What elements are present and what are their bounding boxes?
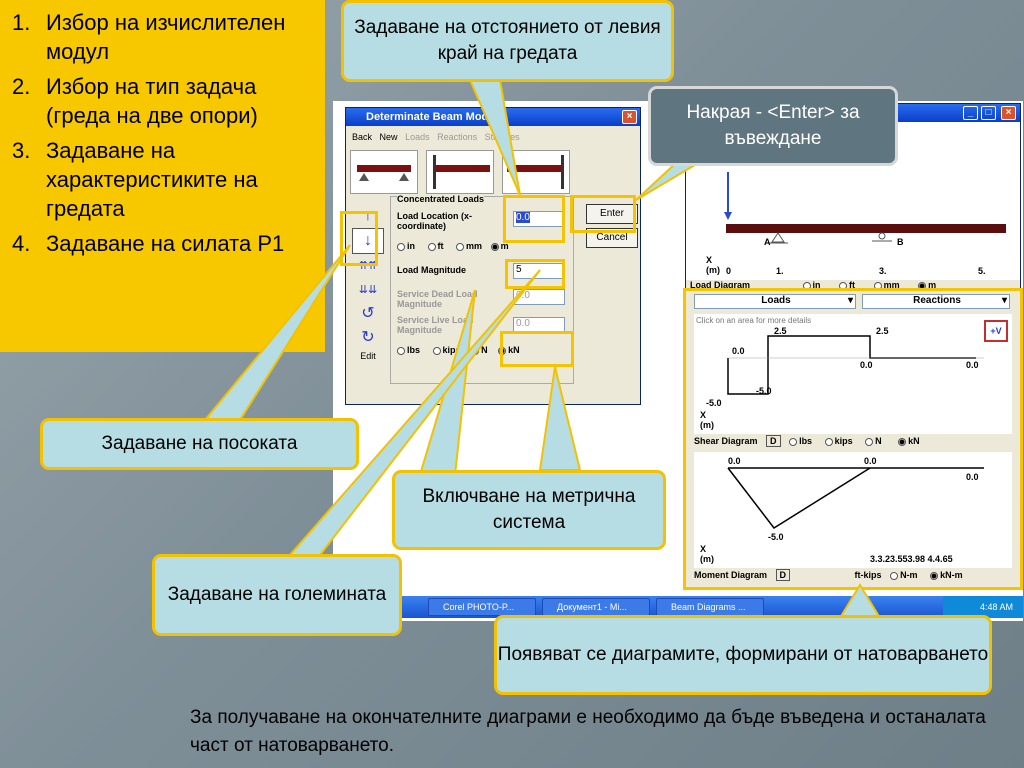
ft-radio[interactable] — [427, 242, 436, 251]
m-radio[interactable] — [490, 242, 499, 251]
moment-knm-radio[interactable] — [930, 571, 939, 580]
load-magnitude-label: Load Magnitude — [397, 265, 466, 275]
plus-v-button[interactable]: +V — [984, 320, 1008, 342]
support-b-label: B — [897, 237, 904, 247]
callout-enter: Накрая - <Enter> за въвеждане — [648, 86, 898, 166]
step-4: 4.Задаване на силата P1 — [12, 231, 285, 256]
beam-svg — [724, 172, 1006, 244]
edit-label: Edit — [360, 351, 376, 361]
dialog-title: Determinate Beam Module — [366, 111, 505, 123]
in-radio[interactable] — [397, 242, 405, 251]
chevron-down-icon: ▾ — [1001, 295, 1007, 306]
moment-diagram-bar: Moment Diagram D ft-kips N-m kN-m — [694, 569, 963, 581]
shear-kn-radio[interactable] — [898, 437, 907, 446]
shear-kips-radio[interactable] — [824, 437, 833, 446]
enter-button[interactable]: Enter — [586, 204, 638, 224]
beam-module-dialog: Determinate Beam Module × Back New Loads… — [345, 107, 641, 405]
bottom-note: За получаване на окончателните диаграми … — [190, 707, 986, 756]
service-dead-input[interactable]: 0.0 — [513, 289, 565, 305]
click-hint: Click on an area for more details — [696, 316, 812, 325]
shear-d-button[interactable]: D — [766, 435, 781, 447]
callout-magnitude: Задаване на големината — [152, 554, 402, 636]
menu-loads[interactable]: Loads — [405, 132, 430, 142]
moment-d-button[interactable]: D — [775, 569, 791, 581]
clock: 4:48 AM — [979, 602, 1013, 612]
shear-lbs-radio[interactable] — [789, 437, 798, 446]
mm-radio[interactable] — [456, 242, 465, 251]
support-a-label: A — [764, 237, 771, 247]
system-tray: 4:48 AM — [943, 596, 1023, 618]
shear-diagram-bar: Shear Diagram D lbs kips N kN — [694, 435, 920, 447]
tick-1: 1. — [776, 266, 784, 276]
reactions-dropdown[interactable]: Reactions▾ — [862, 294, 1010, 309]
close-icon[interactable]: × — [1001, 106, 1016, 120]
distributed-down-icon[interactable]: ⇊⇊ — [358, 284, 378, 296]
loads-dropdown[interactable]: Loads▾ — [694, 294, 856, 309]
moment-nm-radio[interactable] — [890, 571, 899, 580]
step-3: 3.Задаване на характеристиките на гредат… — [12, 138, 258, 221]
minimize-icon[interactable]: _ — [963, 106, 978, 120]
maximize-icon[interactable]: □ — [981, 106, 996, 120]
simply-supported-icon[interactable] — [350, 150, 418, 194]
arrow-up-icon[interactable]: ↑ — [364, 207, 372, 224]
cantilever-left-icon[interactable] — [426, 150, 494, 194]
moment-ccw-icon[interactable]: ↺ — [361, 305, 375, 322]
axis-label: X (m) — [706, 255, 720, 275]
group-title: Concentrated Loads — [397, 194, 485, 204]
moment-ticks: 3.3.23.553.98 4.4.65 — [870, 554, 953, 564]
kips-radio[interactable] — [432, 346, 441, 355]
length-units: in ft mm m — [397, 241, 509, 251]
shear-n-radio[interactable] — [865, 437, 874, 446]
callout-diagrams: Появяват се диаграмите, формирани от нат… — [494, 615, 992, 695]
chevron-down-icon: ▾ — [847, 295, 853, 306]
callout-distance: Задаване на отстоянието от левия край на… — [341, 0, 674, 82]
arrow-down-icon[interactable]: ↓ — [352, 228, 384, 254]
tick-5: 5. — [978, 266, 986, 276]
shear-diagram[interactable]: Click on an area for more details +V 2.5… — [694, 314, 1012, 434]
callout-direction: Задаване на посоката — [40, 418, 359, 470]
steps-panel: 1.Избор на изчислителен модул 2.Избор на… — [0, 0, 325, 352]
shear-svg — [727, 335, 984, 395]
step-1: 1.Избор на изчислителен модул — [12, 10, 286, 64]
service-dead-label: Service Dead Load Magnitude — [397, 289, 478, 309]
tick-0: 0 — [726, 266, 732, 276]
load-location-label: Load Location (x-coordinate) — [397, 211, 472, 231]
menu-new[interactable]: New — [379, 132, 398, 142]
tick-3: 3. — [879, 266, 887, 276]
moment-svg — [727, 467, 984, 529]
step-2: 2.Избор на тип задача (греда на две опор… — [12, 74, 258, 128]
lbs-radio[interactable] — [397, 346, 405, 355]
cancel-button[interactable]: Cancel — [586, 228, 638, 248]
moment-diagram[interactable]: 0.0 0.0 0.0 -5.0 X (m) 3.3.23.553.98 4.4… — [694, 452, 1012, 568]
service-live-label: Service Live Load Magnitude — [397, 315, 474, 335]
taskbar-item-corel[interactable]: Corel PHOTO-P... — [428, 598, 536, 616]
callout-metric: Включване на метрична система — [392, 470, 666, 550]
menu-back[interactable]: Back — [352, 132, 373, 142]
moment-cw-icon[interactable]: ↻ — [361, 329, 375, 346]
menu-reactions[interactable]: Reactions — [437, 132, 478, 142]
close-icon[interactable]: × — [622, 110, 637, 124]
